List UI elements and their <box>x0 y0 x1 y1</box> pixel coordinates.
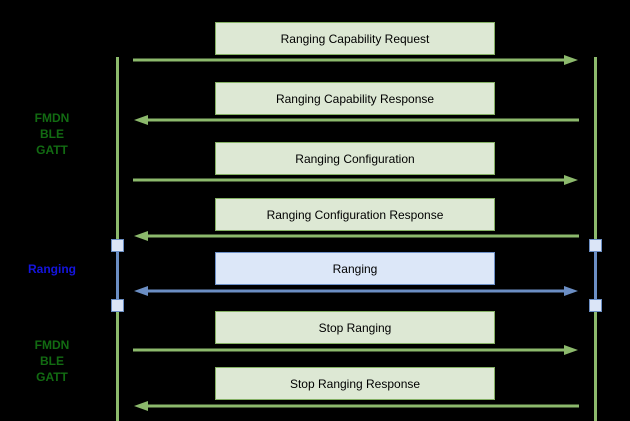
left-lifeline-green-lower <box>116 305 119 421</box>
right-lifeline-green-upper <box>594 57 597 247</box>
activation-box-right-end <box>589 299 602 312</box>
activation-box-right-start <box>589 239 602 252</box>
phase-label-fmdn-bottom: FMDN BLE GATT <box>34 338 70 384</box>
phase-label-fmdn-top: FMDN BLE GATT <box>34 111 70 157</box>
activation-box-left-start <box>111 239 124 252</box>
right-lifeline-green-lower <box>594 305 597 421</box>
arrow-ranging-capability-response <box>130 114 582 126</box>
message-box-ranging-capability-response: Ranging Capability Response <box>215 82 495 115</box>
message-box-ranging-configuration: Ranging Configuration <box>215 142 495 175</box>
right-lifeline-blue-ranging <box>594 245 597 307</box>
arrow-ranging-configuration-response <box>130 230 582 242</box>
activation-box-left-end <box>111 299 124 312</box>
arrow-stop-ranging <box>130 344 582 356</box>
arrow-stop-ranging-response <box>130 400 582 412</box>
phase-label-ranging: Ranging <box>28 262 76 276</box>
arrow-ranging-bidirectional <box>130 285 582 297</box>
message-box-ranging: Ranging <box>215 252 495 285</box>
message-box-stop-ranging-response: Stop Ranging Response <box>215 367 495 400</box>
left-lifeline-green-upper <box>116 57 119 247</box>
message-box-ranging-configuration-response: Ranging Configuration Response <box>215 198 495 231</box>
arrow-ranging-capability-request <box>130 54 582 66</box>
arrow-ranging-configuration <box>130 174 582 186</box>
message-box-ranging-capability-request: Ranging Capability Request <box>215 22 495 55</box>
left-lifeline-blue-ranging <box>116 245 119 307</box>
message-box-stop-ranging: Stop Ranging <box>215 311 495 344</box>
